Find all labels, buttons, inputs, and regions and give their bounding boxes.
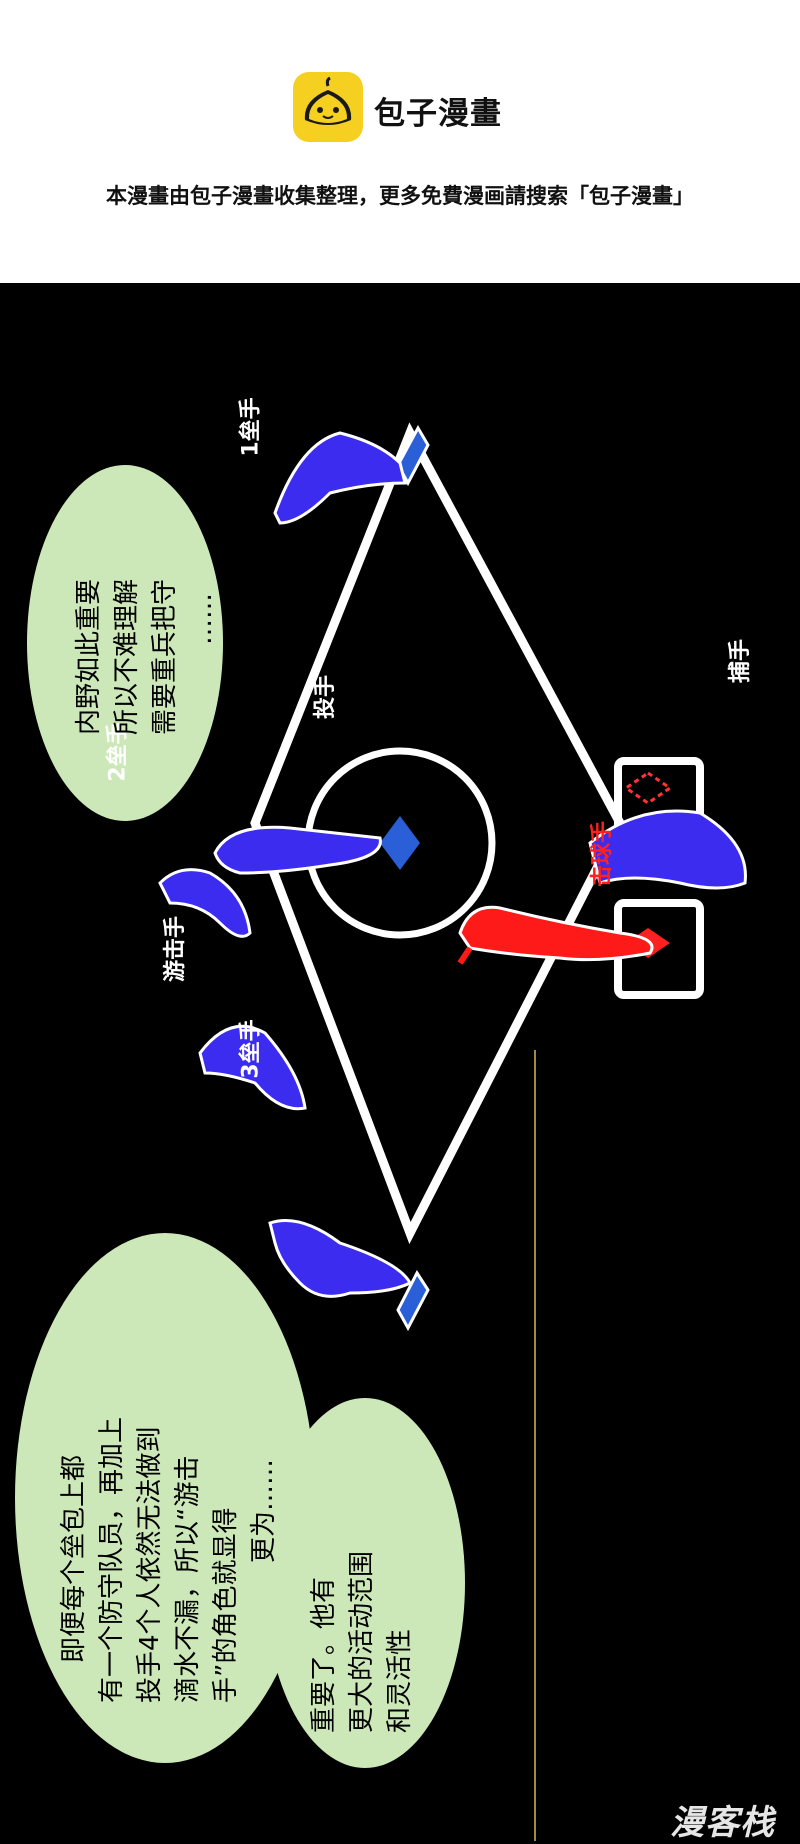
- bat: [457, 946, 473, 965]
- label-pitcher: 投手: [313, 674, 339, 720]
- bubble-top-text: 内野如此重要 所以不难理解 需要重兵把守 ……: [74, 578, 218, 735]
- comic-panel: 1垒手 投手 捕手 2垒手 击球手 游击手 3垒手 内野如此重要 所以不难理解 …: [0, 283, 800, 1841]
- watermark-logo: 漫客栈: [670, 1803, 775, 1843]
- third-baseman: [268, 1219, 413, 1298]
- label-shortstop: 游击手: [163, 915, 189, 983]
- header-banner: 包子漫畫 本漫畫由包子漫畫收集整理，更多免費漫画請搜索「包子漫畫」: [0, 0, 800, 283]
- first-baseman: [273, 431, 407, 525]
- batter-silhouette: [458, 905, 654, 962]
- infield-diamond: [250, 422, 626, 1245]
- bubble-bottom-right-text: 重要了。他有 更大的活动范围 和灵活性: [309, 1550, 415, 1733]
- site-notice: 本漫畫由包子漫畫收集整理，更多免費漫画請搜索「包子漫畫」: [106, 184, 694, 208]
- field-diagram: [15, 422, 747, 1841]
- label-first-base: 1垒手: [238, 397, 264, 457]
- brand-name: 包子漫畫: [374, 96, 502, 132]
- speech-bubble-bottom-left: [15, 1233, 315, 1763]
- speech-bubble-top: [27, 465, 223, 821]
- third-base: [396, 1270, 430, 1332]
- shortstop: [198, 1024, 307, 1111]
- pitcher: [213, 825, 382, 875]
- label-catcher: 捕手: [728, 638, 754, 684]
- first-base: [396, 424, 430, 487]
- bubble-bottom-left-text: 即便每个垒包上都 有一个防守队员，再加上 投手4个人依然无法做到 滴水不漏，所以…: [59, 1416, 279, 1703]
- home-plate-outline: [623, 771, 673, 805]
- label-batter: 击球手: [590, 820, 616, 888]
- baozi-logo-icon: [293, 72, 363, 142]
- catcher: [588, 809, 747, 890]
- speech-bubble-bottom-right: [265, 1398, 465, 1768]
- second-baseman: [158, 868, 252, 938]
- pitcher-mound-base: [380, 816, 420, 870]
- label-third-base: 3垒手: [238, 1019, 264, 1079]
- fielder-silhouettes: [158, 431, 747, 1298]
